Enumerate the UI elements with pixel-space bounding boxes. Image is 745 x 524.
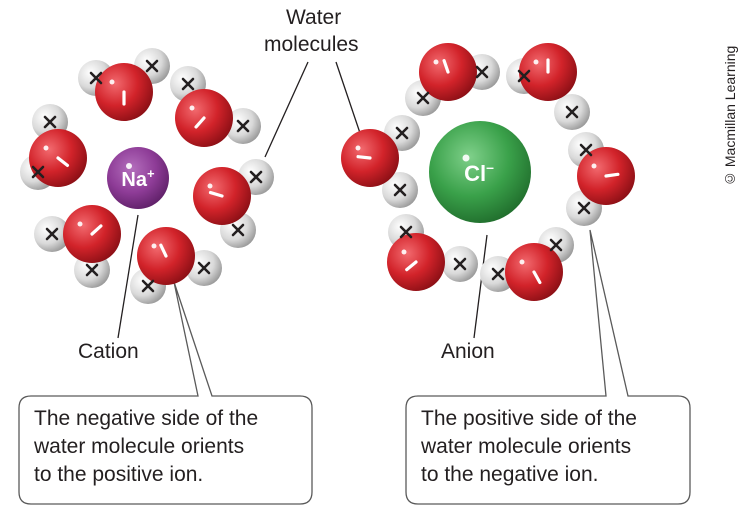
negative-sign-icon — [194, 116, 206, 129]
positive-sign-icon — [475, 65, 489, 79]
chloride-ion-label: Cl– — [464, 159, 494, 186]
callout-box-left — [18, 281, 313, 505]
water-molecule — [341, 115, 420, 208]
callout-right-line-2: water molecule orients — [421, 435, 632, 458]
positive-sign-icon — [579, 143, 593, 157]
sodium-ion-label: Na+ — [121, 166, 155, 191]
oxygen-highlight — [533, 59, 539, 65]
chloride-ion-sphere — [429, 121, 531, 223]
positive-sign-icon — [577, 201, 591, 215]
pointer-line-anion — [473, 234, 488, 339]
water-molecule — [566, 132, 635, 226]
anion-label: Anion — [441, 340, 495, 363]
negative-sign-icon — [532, 270, 542, 285]
water-molecules — [20, 43, 635, 304]
oxygen-highlight — [77, 221, 83, 227]
negative-sign-icon — [90, 224, 103, 236]
positive-sign-icon — [236, 119, 250, 133]
positive-sign-icon — [43, 115, 57, 129]
negative-sign-icon — [159, 243, 168, 258]
callout-box-right — [405, 229, 691, 505]
negative-sign-icon — [604, 172, 620, 178]
copyright-credit: © Macmillan Learning — [722, 45, 738, 187]
negative-sign-icon — [356, 155, 372, 160]
positive-sign-icon — [416, 91, 430, 105]
pointer-line-right-water — [335, 61, 361, 134]
negative-sign-icon — [405, 260, 418, 272]
negative-sign-icon — [56, 156, 70, 168]
oxygen-highlight — [591, 163, 597, 169]
sodium-ion-highlight — [126, 163, 132, 169]
positive-sign-icon — [31, 165, 45, 179]
positive-sign-icon — [181, 77, 195, 91]
water-molecule — [480, 227, 574, 301]
oxygen-highlight — [189, 105, 195, 111]
pointer-lines — [117, 61, 488, 339]
oxygen-highlight — [207, 183, 213, 189]
chloride-ion-highlight — [462, 154, 470, 162]
positive-sign-icon — [491, 267, 505, 281]
callout-left-line-2: water molecule orients — [34, 435, 245, 458]
water-molecule — [78, 48, 170, 121]
positive-sign-icon — [453, 257, 467, 271]
negative-sign-icon — [442, 59, 450, 74]
water-molecule — [130, 227, 222, 304]
sodium-ion-sphere — [107, 147, 169, 209]
callout-right-line-1: The positive side of the — [421, 407, 637, 430]
positive-sign-icon — [45, 227, 59, 241]
oxygen-highlight — [151, 243, 157, 249]
water-molecule — [34, 205, 121, 288]
positive-sign-icon — [85, 263, 99, 277]
callout-left-line-1: The negative side of the — [34, 407, 259, 430]
callout-left-line-3: to the positive ion. — [34, 463, 204, 486]
water-molecule — [387, 214, 478, 291]
negative-sign-icon — [208, 190, 224, 198]
callout-right-line-3: to the negative ion. — [421, 463, 599, 486]
positive-sign-icon — [141, 279, 155, 293]
callout-text-right: The positive side of the water molecule … — [421, 405, 637, 489]
positive-sign-icon — [89, 71, 103, 85]
oxygen-highlight — [43, 145, 49, 151]
pointer-line-cation — [117, 214, 139, 339]
water-molecule — [506, 43, 590, 130]
positive-sign-icon — [249, 170, 263, 184]
water-molecules-label-line2: molecules — [264, 33, 359, 56]
positive-sign-icon — [565, 105, 579, 119]
water-molecules-label-line1: Water — [286, 6, 342, 29]
callout-text-left: The negative side of the water molecule … — [34, 405, 258, 489]
water-molecule — [405, 43, 500, 116]
oxygen-highlight — [355, 145, 361, 151]
oxygen-highlight — [519, 259, 525, 265]
oxygen-highlight — [109, 79, 115, 85]
positive-sign-icon — [393, 183, 407, 197]
pointer-line-left-water — [264, 61, 309, 158]
oxygen-highlight — [433, 59, 439, 65]
positive-sign-icon — [399, 225, 413, 239]
water-molecule — [20, 104, 87, 190]
water-molecule — [193, 159, 274, 248]
cation-label: Cation — [78, 340, 139, 363]
positive-sign-icon — [197, 261, 211, 275]
positive-sign-icon — [395, 126, 409, 140]
water-molecule — [170, 66, 261, 147]
positive-sign-icon — [231, 223, 245, 237]
positive-sign-icon — [549, 238, 563, 252]
positive-sign-icon — [145, 59, 159, 73]
positive-sign-icon — [517, 69, 531, 83]
oxygen-highlight — [401, 249, 407, 255]
